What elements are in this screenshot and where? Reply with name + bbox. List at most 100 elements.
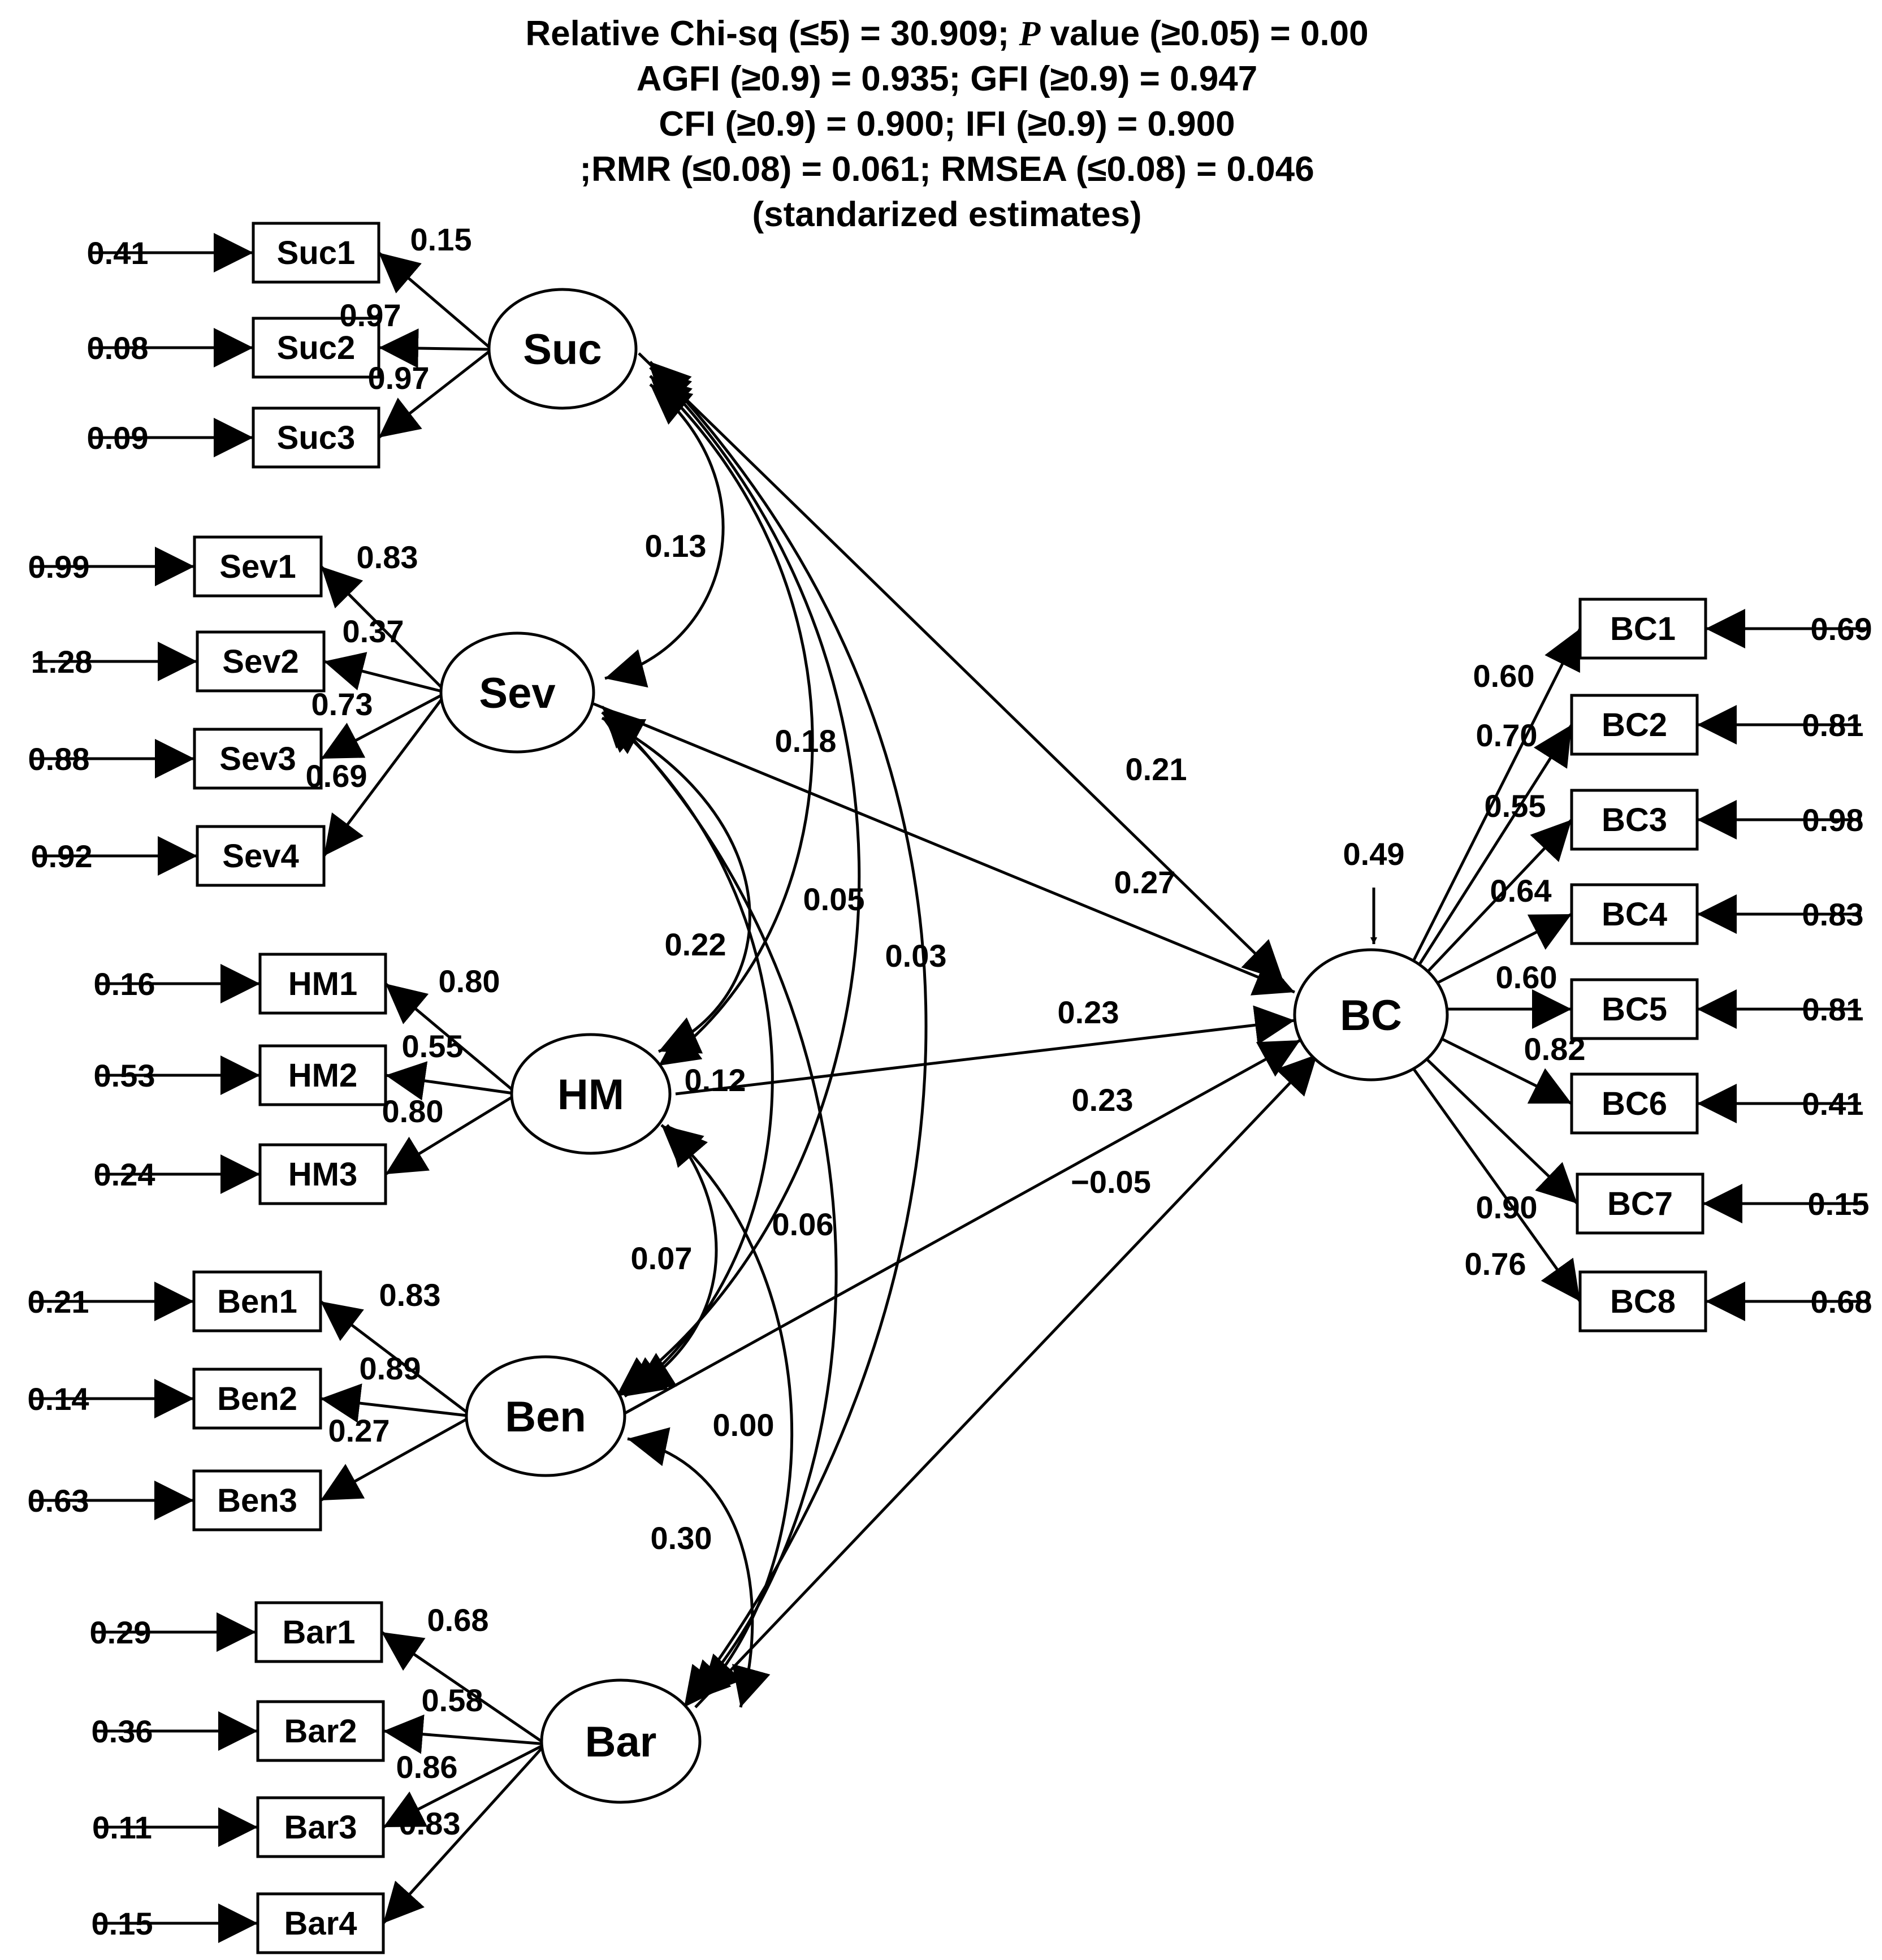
error-variance-bc1: 0.69 — [1811, 611, 1872, 647]
error-variance-bc4: 0.83 — [1802, 897, 1864, 932]
indicator-name-bc3: BC3 — [1602, 802, 1667, 838]
indicator-box-sev2 — [196, 630, 326, 693]
error-variance-bc2: 0.81 — [1802, 707, 1864, 743]
indicator-box-bc6 — [1570, 1072, 1699, 1135]
corr-label-suc-hm: 0.05 — [803, 881, 865, 917]
loading-label-bar1: 0.68 — [427, 1602, 489, 1638]
path-label-hm-bc: 0.23 — [1058, 994, 1119, 1030]
latent-variables: Suc Sev HM Ben Bar BC — [439, 288, 1449, 1804]
corr-label-sev-hm: 0.22 — [665, 927, 726, 962]
loading-arrow-bar3 — [382, 1742, 547, 1829]
loading-label-ben3: 0.27 — [328, 1413, 390, 1448]
indicator-name-suc1: Suc1 — [277, 235, 356, 271]
path-bar-bc — [694, 1053, 1318, 1708]
error-variance-hm2: 0.53 — [94, 1058, 155, 1093]
error-variance-suc3: 0.09 — [87, 420, 149, 456]
loading-arrow-sev3 — [320, 691, 448, 760]
loading-arrow-suc1 — [378, 252, 493, 351]
path-suc-bc — [638, 352, 1284, 982]
latent-hm[interactable]: HM — [510, 1033, 672, 1155]
latent-bc[interactable]: BC — [1293, 948, 1449, 1081]
loading-label-hm2: 0.55 — [402, 1028, 464, 1064]
loading-label-suc3: 0.97 — [368, 360, 430, 396]
indicator-ben1[interactable]: Ben1 0.21 0.83 — [28, 1270, 473, 1417]
loading-arrow-suc3 — [378, 348, 493, 439]
loading-label-bc6: 0.82 — [1524, 1031, 1586, 1067]
latent-ben[interactable]: Ben — [465, 1355, 626, 1477]
fit-indices-header: Relative Chi-sq (≤5) = 30.909; P value (… — [525, 14, 1368, 234]
latent-sev-label: Sev — [479, 669, 555, 717]
indicator-name-hm3: HM3 — [288, 1156, 357, 1193]
indicator-name-bar3: Bar3 — [284, 1809, 357, 1846]
indicator-box-hm1 — [258, 953, 387, 1015]
fit-line-1: Relative Chi-sq (≤5) = 30.909; P value (… — [525, 14, 1368, 53]
loading-arrow-bar4 — [382, 1743, 547, 1924]
indicator-name-sev1: Sev1 — [219, 548, 296, 585]
indicator-box-bar2 — [256, 1700, 385, 1762]
path-ben-bc — [624, 1039, 1301, 1415]
indicator-name-sev4: Sev4 — [222, 838, 298, 875]
indicator-box-bc8 — [1578, 1270, 1707, 1332]
loading-label-suc2: 0.97 — [340, 297, 401, 333]
error-variance-sev2: 1.28 — [31, 644, 93, 680]
indicator-box-bc1 — [1578, 598, 1707, 660]
loading-label-sev4: 0.69 — [306, 758, 367, 794]
fit-line-5: (standarized estimates) — [752, 195, 1141, 234]
indicator-name-suc2: Suc2 — [277, 330, 356, 366]
error-variance-bc5: 0.81 — [1802, 992, 1864, 1027]
indicator-name-bc5: BC5 — [1602, 991, 1667, 1028]
corr-label-suc-sev: 0.13 — [645, 528, 707, 564]
indicator-box-ben2 — [192, 1368, 322, 1430]
indicator-box-bar3 — [256, 1796, 385, 1858]
loading-arrow-bc8 — [1412, 1067, 1582, 1303]
error-variance-bc8: 0.68 — [1811, 1284, 1872, 1319]
loading-label-suc1: 0.15 — [410, 222, 472, 257]
loading-label-sev3: 0.73 — [311, 686, 373, 722]
indicator-bc5[interactable]: BC5 0.81 0.60 — [1447, 959, 1864, 1040]
indicator-box-ben3 — [192, 1469, 322, 1531]
indicator-box-hm2 — [258, 1044, 387, 1106]
latent-bar[interactable]: Bar — [540, 1678, 702, 1804]
latent-suc[interactable]: Suc — [487, 288, 638, 410]
structural-paths — [593, 352, 1377, 1708]
error-variance-bc7: 0.15 — [1808, 1186, 1870, 1222]
indicator-name-ben1: Ben1 — [217, 1283, 297, 1320]
path-label-suc-bc: 0.21 — [1126, 751, 1187, 787]
error-variance-ben1: 0.21 — [28, 1284, 89, 1319]
indicator-name-bc4: BC4 — [1602, 896, 1667, 933]
loading-label-bc1: 0.60 — [1473, 658, 1535, 694]
loading-label-bc5: 0.60 — [1496, 959, 1557, 995]
latent-sev[interactable]: Sev — [439, 631, 595, 754]
loading-arrow-sev2 — [323, 652, 447, 694]
error-variance-bar4: 0.15 — [92, 1906, 153, 1941]
indicator-name-sev3: Sev3 — [219, 741, 296, 777]
latent-suc-label: Suc — [523, 326, 602, 374]
indicator-name-hm1: HM1 — [288, 966, 357, 1002]
loading-label-ben1: 0.83 — [379, 1277, 441, 1313]
corr-label-sev-bar: 0.06 — [772, 1206, 834, 1242]
path-hm-bc — [675, 1005, 1295, 1096]
